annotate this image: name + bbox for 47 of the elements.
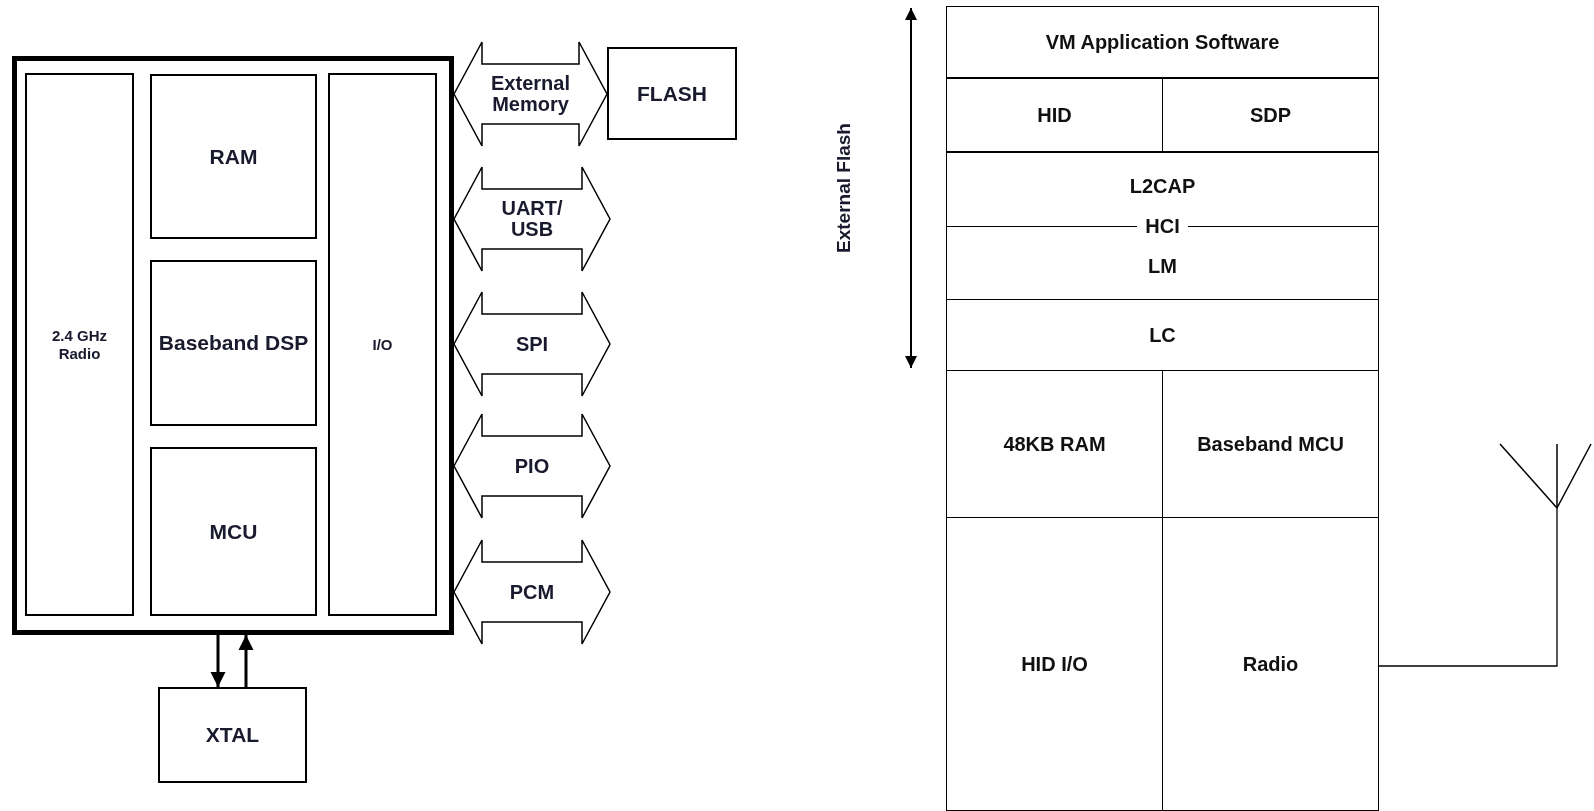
block-label: VM Application Software <box>1045 30 1280 54</box>
double-block-arrow <box>453 41 608 147</box>
block-label: 48KB RAM <box>1003 432 1106 456</box>
block-label: MCU <box>209 518 258 545</box>
block-label: I/O <box>372 335 393 354</box>
double-block-arrow <box>453 291 611 397</box>
edge-label: PCM <box>508 581 556 603</box>
block-label: RAM <box>209 143 258 170</box>
arrow <box>238 635 254 687</box>
double-block-arrow <box>453 413 611 519</box>
dsp-block <box>150 260 317 426</box>
block-label: L2CAP <box>1129 174 1196 198</box>
flash-box <box>607 47 737 140</box>
edge-label: UART/ USB <box>500 198 564 240</box>
radio-block <box>25 73 134 616</box>
block-label: HID <box>1037 103 1072 127</box>
block-label: XTAL <box>205 722 260 748</box>
edge-label: SPI <box>514 333 550 355</box>
double-block-arrow <box>453 539 611 645</box>
arrow <box>210 635 226 687</box>
ram-block <box>150 74 317 239</box>
edge-label: PIO <box>513 455 551 477</box>
block-label: FLASH <box>637 80 707 107</box>
chip-outline <box>12 56 454 635</box>
layer-cell <box>1162 517 1379 811</box>
block-label: LM <box>1148 254 1177 278</box>
block-label: SDP <box>1249 103 1292 127</box>
layer-cell <box>946 78 1163 152</box>
block-label: HID I/O <box>1021 652 1088 676</box>
block-label: Radio <box>1242 652 1299 676</box>
antenna-drawing <box>1498 442 1594 510</box>
layer-cell <box>946 517 1163 811</box>
block-label: LC <box>1149 323 1176 347</box>
block-label: Baseband DSP <box>158 330 309 356</box>
crystal-box <box>158 687 307 783</box>
layer-cell <box>946 6 1379 78</box>
layer-cell <box>946 299 1379 371</box>
block-label: Baseband MCU <box>1197 432 1344 456</box>
block-label: 2.4 GHz Radio <box>51 326 108 363</box>
double-block-arrow <box>453 166 611 272</box>
layer-cell <box>946 152 1379 300</box>
mcu-block <box>150 447 317 616</box>
connector-line <box>1378 507 1558 667</box>
range-label: External Flash <box>834 123 854 253</box>
edge-label: External Memory <box>490 73 571 115</box>
layer-cell <box>1162 78 1379 152</box>
io-block <box>328 73 437 616</box>
